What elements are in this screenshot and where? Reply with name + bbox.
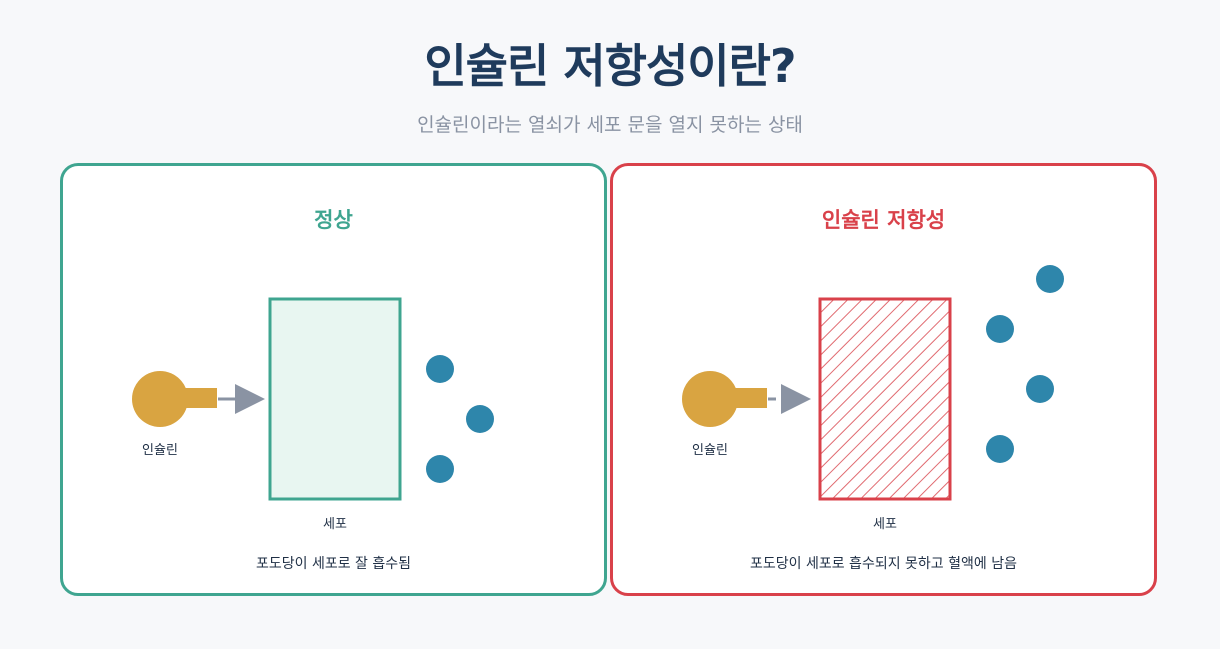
- cell-label: 세포: [873, 517, 897, 532]
- insulin-label: 인슐린: [692, 443, 728, 458]
- cell-label: 세포: [323, 517, 347, 532]
- glucose-dot: [466, 405, 494, 433]
- glucose-dot: [1036, 265, 1064, 293]
- glucose-dot: [986, 435, 1014, 463]
- insulin-label: 인슐린: [142, 443, 178, 458]
- page-subtitle: 인슐린이라는 열쇠가 세포 문을 열지 못하는 상태: [417, 114, 803, 136]
- resistance-caption: 포도당이 세포로 흡수되지 못하고 혈액에 남음: [750, 556, 1017, 572]
- glucose-dot: [986, 315, 1014, 343]
- glucose-dot: [426, 355, 454, 383]
- resistant-cell-shape: [818, 297, 952, 501]
- normal-panel: 정상 인슐린 세포 포도당이 세포로 잘 흡수됨: [60, 163, 607, 596]
- resistance-panel-title: 인슐린 저항성: [821, 208, 946, 232]
- insulin-key-icon: [132, 371, 217, 427]
- normal-diagram: [132, 297, 494, 501]
- resistance-panel: 인슐린 저항성 인슐린 세포 포도당이 세포로 흡수되지 못하고 혈액에 남음: [610, 163, 1157, 596]
- normal-panel-title: 정상: [314, 208, 353, 232]
- resistance-diagram: [682, 265, 1064, 501]
- glucose-dot: [426, 455, 454, 483]
- cell-shape: [268, 297, 402, 501]
- insulin-key-icon: [682, 371, 767, 427]
- normal-caption: 포도당이 세포로 잘 흡수됨: [255, 556, 412, 572]
- page-title: 인슐린 저항성이란?: [424, 39, 796, 93]
- glucose-dot: [1026, 375, 1054, 403]
